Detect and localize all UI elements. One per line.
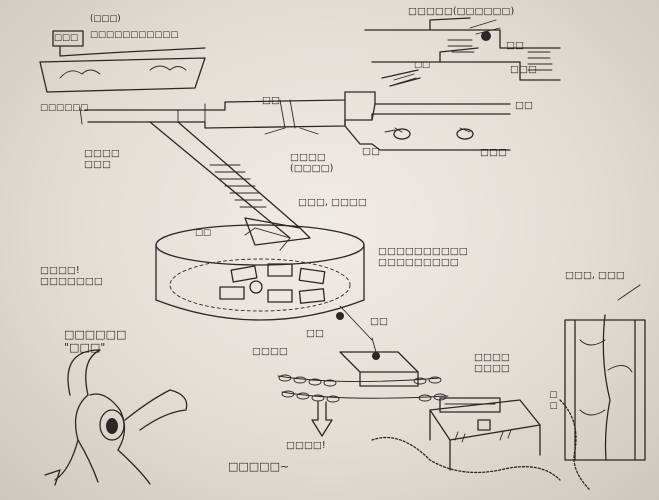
three-passages-note: □□□□ (□□□□)	[290, 152, 334, 174]
legend-right: □□□, □□□	[565, 270, 625, 281]
cave-note: □□□, □□□□	[298, 197, 367, 208]
creature-drawing	[44, 349, 188, 486]
joint-op: □□□□!	[286, 440, 326, 451]
passage-right-mid: □□	[515, 100, 533, 111]
round-chamber	[155, 224, 380, 360]
left-side-note: □□□□□□	[40, 103, 89, 113]
upper-corridors	[79, 91, 511, 151]
battle-note: □□□□□~	[228, 460, 290, 473]
river-bed: □□	[506, 40, 524, 51]
chain-and-platform	[277, 351, 449, 437]
bronze-chain: □□□□	[252, 346, 288, 357]
bridge-note: □□□□ □□□□	[474, 352, 510, 374]
passage-right-top: □□	[262, 95, 280, 106]
marker-note: □□	[362, 146, 380, 157]
water-inlet: □□□□□(□□□□□□)	[408, 6, 515, 17]
chamber-right-note: □□□□□□□□□□ □□□□□□□□□	[378, 246, 468, 268]
chamber-left-note: □□□□! □□□□□□□	[40, 265, 103, 287]
stone-bridge: □□	[414, 60, 431, 70]
chamber-pit: □□	[195, 228, 212, 238]
header-note: (□□□)	[90, 14, 121, 24]
hengtou-note: □□□	[480, 147, 507, 158]
main-tomb-passage: □□□□ □□□	[84, 148, 120, 170]
diversion-channel: □□□	[510, 64, 537, 75]
gate-right: □□	[370, 316, 388, 327]
header-box: □□□	[54, 33, 79, 43]
header-text: □□□□□□□□□□□	[90, 30, 179, 40]
side-vertical: □□	[549, 390, 558, 411]
top-right-water	[364, 17, 561, 87]
corpse-note: □□□□□□ "□□□"	[64, 328, 127, 354]
main-stairs	[149, 121, 311, 246]
gate-left: □□	[306, 328, 324, 339]
top-left-site	[39, 30, 206, 93]
bronze-tree-panel	[564, 284, 646, 461]
